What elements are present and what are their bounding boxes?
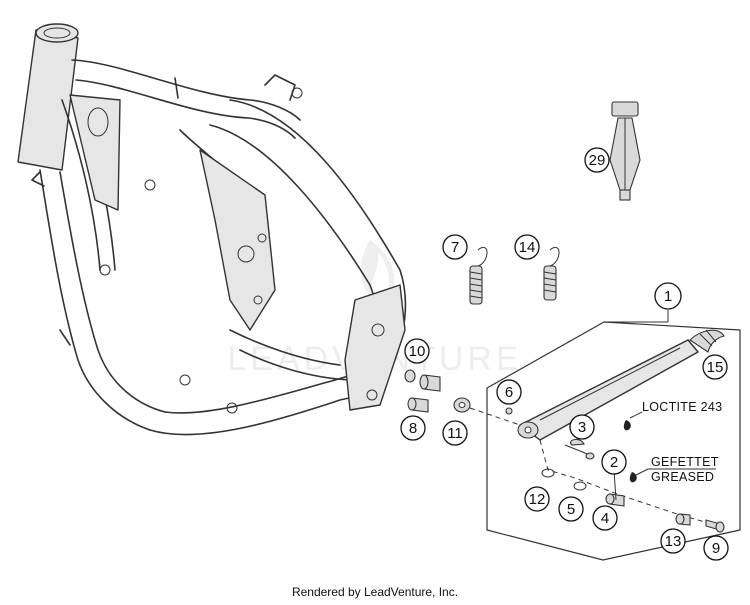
washer-11 bbox=[453, 397, 471, 413]
callout-2: 2 bbox=[601, 449, 627, 475]
callout-8: 8 bbox=[400, 415, 426, 441]
callout-11-label: 11 bbox=[447, 425, 463, 442]
callout-6-label: 6 bbox=[505, 384, 513, 401]
loctite-drop bbox=[623, 420, 631, 431]
grease-drop bbox=[629, 472, 637, 483]
tool-29 bbox=[609, 101, 641, 201]
callout-2-label: 2 bbox=[610, 454, 618, 471]
callout-15-label: 15 bbox=[707, 359, 724, 376]
spring-7 bbox=[469, 247, 488, 305]
callout-6: 6 bbox=[496, 379, 522, 405]
callout-14: 14 bbox=[514, 234, 540, 260]
callout-9-label: 9 bbox=[712, 540, 720, 557]
swingarm-plate bbox=[199, 149, 276, 331]
callout-4-label: 4 bbox=[601, 510, 609, 527]
top-tube bbox=[71, 59, 301, 121]
callout-11: 11 bbox=[442, 420, 468, 446]
callout-10: 10 bbox=[404, 338, 430, 364]
callout-10-label: 10 bbox=[409, 343, 426, 360]
head-gusset bbox=[69, 94, 121, 211]
callout-14-label: 14 bbox=[519, 239, 536, 256]
callout-1: 1 bbox=[654, 282, 682, 310]
bushing-13 bbox=[675, 513, 691, 526]
bolt-6 bbox=[505, 407, 513, 415]
callout-4: 4 bbox=[592, 505, 618, 531]
motorcycle-frame bbox=[17, 23, 407, 436]
steering-head-top bbox=[35, 23, 79, 43]
callout-5-label: 5 bbox=[567, 501, 575, 518]
footer-credit: Rendered by LeadVenture, Inc. bbox=[291, 585, 459, 599]
screw-3 bbox=[564, 444, 595, 460]
callout-29-label: 29 bbox=[589, 152, 606, 169]
down-tube bbox=[39, 169, 151, 431]
stand-foot-15 bbox=[689, 329, 725, 353]
callout-13: 13 bbox=[660, 528, 686, 554]
callout-5: 5 bbox=[558, 496, 584, 522]
loctite-note: LOCTITE 243 bbox=[642, 400, 722, 414]
callout-7-label: 7 bbox=[451, 239, 459, 256]
spring-14 bbox=[543, 247, 560, 301]
rear-gusset bbox=[344, 284, 406, 411]
callout-13-label: 13 bbox=[665, 533, 682, 550]
gefettet-note: GEFETTET bbox=[651, 455, 719, 469]
callout-3-label: 3 bbox=[578, 419, 586, 436]
steering-head-tube bbox=[17, 29, 79, 171]
greased-note: GREASED bbox=[651, 470, 714, 484]
clip-3 bbox=[570, 438, 585, 446]
callout-3: 3 bbox=[569, 414, 595, 440]
callout-29: 29 bbox=[584, 147, 610, 173]
callout-15: 15 bbox=[702, 354, 728, 380]
callout-8-label: 8 bbox=[409, 420, 417, 437]
bushing-8 bbox=[407, 397, 429, 413]
o-ring-12 bbox=[541, 468, 555, 478]
callout-12-label: 12 bbox=[529, 491, 546, 508]
callout-1-label: 1 bbox=[664, 288, 672, 305]
bushing-4 bbox=[605, 493, 625, 507]
side-stand bbox=[517, 339, 699, 441]
callout-9: 9 bbox=[703, 535, 729, 561]
callout-7: 7 bbox=[442, 234, 468, 260]
callout-12: 12 bbox=[524, 486, 550, 512]
o-ring-5 bbox=[573, 481, 587, 491]
assembly-line-2 bbox=[539, 439, 717, 526]
bolt-9 bbox=[705, 519, 725, 533]
bushing-10 bbox=[404, 369, 441, 392]
